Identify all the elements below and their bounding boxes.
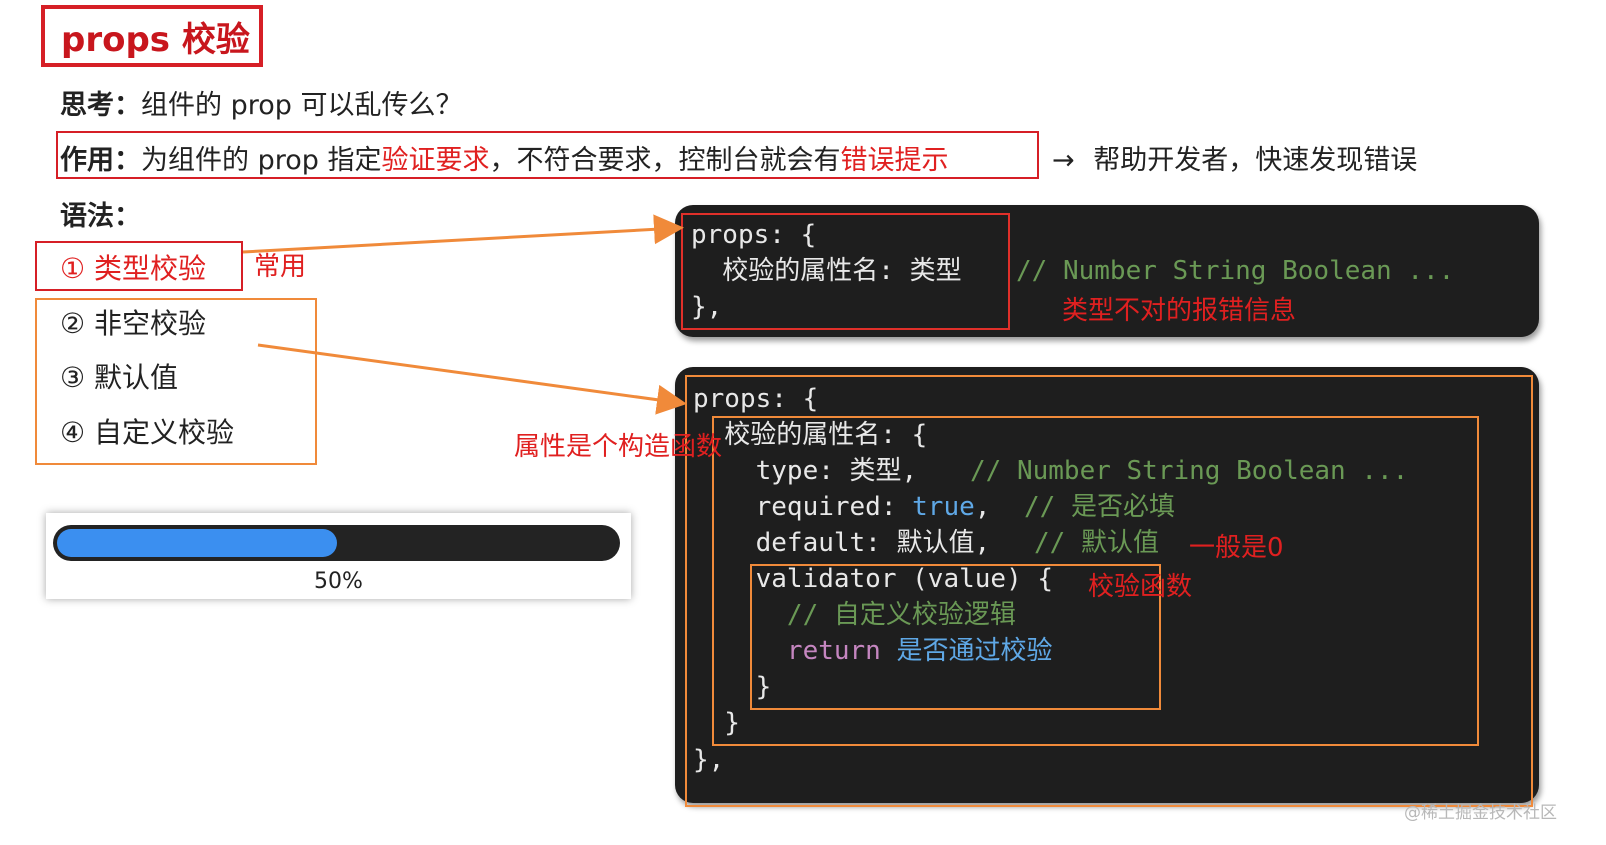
- annotation-type-error: 类型不对的报错信息: [1062, 296, 1297, 326]
- syntax-label: 语法：: [60, 201, 141, 232]
- arrow-to-full-code: [257, 343, 687, 415]
- code2-line-6: validator (value) {: [693, 564, 1054, 594]
- think-text: 组件的 prop 可以乱传么？: [141, 90, 463, 121]
- other-checks-box: [35, 298, 317, 465]
- item-required-check: ② 非空校验: [60, 307, 207, 340]
- think-label: 思考：: [60, 90, 141, 121]
- code-validator-box: [750, 564, 1161, 710]
- code2-true: true: [912, 492, 975, 522]
- code2-line-10: }: [693, 708, 740, 738]
- purpose-text-a: 为组件的 prop 指定: [141, 145, 382, 176]
- page-title: props 校验: [41, 5, 263, 67]
- code2-line-11: },: [693, 745, 725, 775]
- code2-line-8: return 是否通过校验: [693, 633, 1053, 669]
- progress-label: 50%: [314, 569, 363, 594]
- code2-line-1: props: {: [693, 384, 819, 414]
- progress-track: [53, 525, 620, 561]
- think-line: 思考：组件的 prop 可以乱传么？: [60, 83, 462, 122]
- purpose-highlight-b: 错误提示: [840, 145, 949, 176]
- item-default-value: ③ 默认值: [60, 361, 179, 394]
- code2-line-3: type: 类型,: [693, 453, 918, 489]
- progress-card: 50%: [46, 513, 631, 599]
- code-panel-full: [675, 367, 1539, 803]
- right-arrow-icon: →: [1052, 145, 1075, 176]
- purpose-highlight-box: [56, 131, 1039, 179]
- code-full-outer-box: [685, 375, 1533, 807]
- arrow-to-simple-code: [242, 214, 684, 254]
- purpose-result: → 帮助开发者，快速发现错误: [1052, 138, 1417, 177]
- code-simple-highlight: [681, 213, 1010, 330]
- code2-return: return: [693, 636, 881, 666]
- item-type-check: ① 类型校验: [60, 252, 207, 285]
- code2-default-comment: // 默认值: [1034, 528, 1159, 558]
- code2-comma: ,: [974, 492, 991, 522]
- code1-line-3: },: [691, 292, 723, 322]
- watermark: @稀土掘金技术社区: [1404, 803, 1557, 823]
- code2-line-5: default: 默认值,: [693, 528, 991, 558]
- purpose-line: 作用：为组件的 prop 指定验证要求，不符合要求，控制台就会有错误提示: [60, 138, 948, 177]
- code2-type: type: 类型,: [693, 456, 918, 486]
- item-custom-check: ④ 自定义校验: [60, 416, 235, 449]
- code2-required: required:: [693, 492, 913, 522]
- code2-return-value: 是否通过校验: [880, 636, 1053, 666]
- code1-line-2: 校验的属性名: 类型: [691, 256, 962, 286]
- purpose-label: 作用：: [60, 145, 141, 176]
- purpose-highlight-a: 验证要求: [381, 145, 490, 176]
- annotation-default-zero: 一般是0: [1189, 533, 1284, 563]
- type-check-box: [35, 241, 243, 291]
- code-full-object-box: [712, 416, 1479, 746]
- code2-line-9: }: [693, 672, 772, 702]
- code2-required-comment: // 是否必填: [1024, 492, 1175, 522]
- code2-line-2: 校验的属性名: {: [693, 420, 928, 450]
- annotation-validator: 校验函数: [1088, 572, 1193, 602]
- code1-line-1: props: {: [691, 220, 817, 250]
- code-panel-simple: [675, 205, 1539, 337]
- progress-fill: [57, 529, 337, 557]
- purpose-text-b: ，不符合要求，控制台就会有: [489, 145, 841, 176]
- code2-line-7: // 自定义校验逻辑: [693, 600, 1016, 630]
- code2-line-4: required: true,: [693, 489, 991, 525]
- code1-comment: // Number String Boolean ...: [1016, 256, 1455, 286]
- code2-type-comment: // Number String Boolean ...: [970, 456, 1409, 486]
- annotation-common: 常用: [254, 252, 307, 282]
- purpose-text-c: 帮助开发者，快速发现错误: [1093, 145, 1418, 176]
- annotation-constructor: 属性是个构造函数: [514, 432, 723, 462]
